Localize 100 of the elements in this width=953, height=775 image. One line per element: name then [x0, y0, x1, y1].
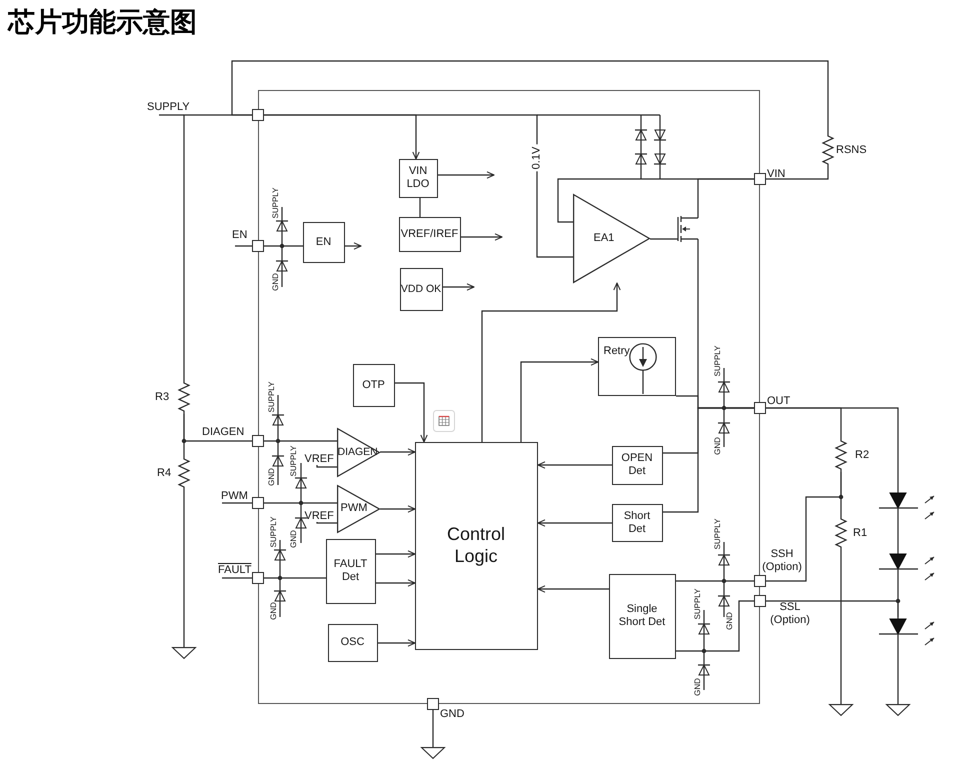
wire [264, 114, 573, 258]
arrow [520, 358, 598, 442]
pin-label: GND [440, 708, 464, 721]
block-box: OPEN Det [612, 446, 662, 484]
wire [264, 577, 326, 579]
resistor: R1 [833, 516, 868, 550]
block-box: EN [302, 222, 344, 262]
arrow [481, 282, 621, 442]
comparator-triangle: PWM [336, 484, 380, 532]
wire [897, 648, 899, 704]
block-box: FAULT Det [326, 538, 376, 604]
block-box: Control Logic [414, 442, 538, 650]
net-label: SUPPLY [147, 101, 190, 114]
pin [252, 435, 264, 447]
arrow [538, 585, 609, 593]
block-box [598, 336, 676, 396]
wire [264, 245, 303, 247]
wire [316, 522, 337, 524]
pin-label: SSH (Option) [761, 548, 803, 574]
wire [650, 238, 676, 240]
arrow [438, 171, 494, 179]
pin [754, 173, 766, 185]
rail-label: GND [268, 468, 276, 486]
arrow [461, 233, 502, 241]
block-box: Short Det [612, 504, 662, 542]
arrow [395, 382, 428, 442]
pin-label: FAULT [218, 564, 252, 577]
rail-label: SUPPLY [270, 516, 278, 548]
resistor: RSNS [820, 133, 872, 167]
pin [252, 497, 264, 509]
rail-label: SUPPLY [714, 518, 722, 550]
block-title: Retry [604, 344, 630, 358]
arrow [380, 448, 416, 456]
pin-label: DIAGEN [202, 426, 244, 439]
rail-label: GND [290, 530, 298, 548]
rail-label: GND [270, 602, 278, 620]
wire [676, 600, 754, 652]
wire [231, 60, 829, 133]
wire [840, 550, 842, 704]
block-box: VREF/IREF [398, 216, 460, 252]
rail-label: GND [272, 273, 280, 291]
block-box: Single Short Det [608, 574, 676, 658]
wire [897, 520, 899, 552]
pin [754, 575, 766, 587]
wire [663, 407, 754, 513]
pin-label: PWM [221, 490, 248, 503]
arrow [345, 242, 362, 250]
wire [897, 582, 899, 617]
title: 芯片功能示意图 [8, 6, 197, 38]
arrow [538, 519, 612, 527]
wire [264, 502, 337, 504]
wire [676, 580, 754, 582]
rail-label: SUPPLY [272, 188, 280, 218]
rail-label: SUPPLY [714, 346, 722, 376]
reference-label: VREF [304, 510, 336, 522]
rail-label: GND [694, 678, 702, 696]
wire [697, 178, 754, 214]
wire [766, 407, 899, 490]
comparator-triangle: DIAGEN [336, 428, 380, 476]
arrow [380, 505, 416, 513]
chip-outline [258, 90, 760, 704]
pin-label: EN [232, 229, 248, 242]
wire [766, 472, 842, 582]
pin [427, 698, 439, 710]
wire [183, 114, 252, 380]
pin [754, 402, 766, 414]
ground-symbol [421, 747, 445, 759]
arrow [443, 283, 474, 291]
ground-symbol [886, 704, 910, 716]
block-box: OSC [328, 624, 378, 662]
block-box: VIN LDO [398, 158, 438, 198]
amplifier-triangle: EA1 [572, 194, 650, 282]
pin-label: VIN [767, 168, 786, 181]
pin [754, 595, 766, 607]
rail-label: SUPPLY [694, 588, 702, 620]
wire [183, 490, 185, 647]
resistor: R4 [155, 456, 192, 490]
rail-label: SUPPLY [268, 382, 276, 412]
wire [316, 465, 337, 468]
wire [264, 440, 337, 442]
block-box: OTP [352, 364, 394, 406]
wire [432, 710, 434, 747]
ground-symbol [172, 647, 196, 659]
pin-label: SSL (Option) [769, 601, 811, 627]
transistor-symbol [676, 214, 698, 244]
resistor: R2 [833, 438, 872, 472]
wire [183, 414, 252, 442]
rail-label: SUPPLY [290, 446, 298, 476]
pin [252, 572, 264, 584]
arrow [378, 639, 416, 647]
pin-label: OUT [767, 395, 790, 408]
resistor: R3 [153, 380, 192, 414]
arrow [376, 579, 416, 587]
pin [252, 240, 264, 252]
arrow [538, 461, 612, 469]
ground-symbol [829, 704, 853, 716]
wire [766, 167, 829, 180]
reference-label: VREF [304, 452, 336, 464]
wire [419, 198, 421, 217]
rail-label: GND [726, 612, 734, 630]
